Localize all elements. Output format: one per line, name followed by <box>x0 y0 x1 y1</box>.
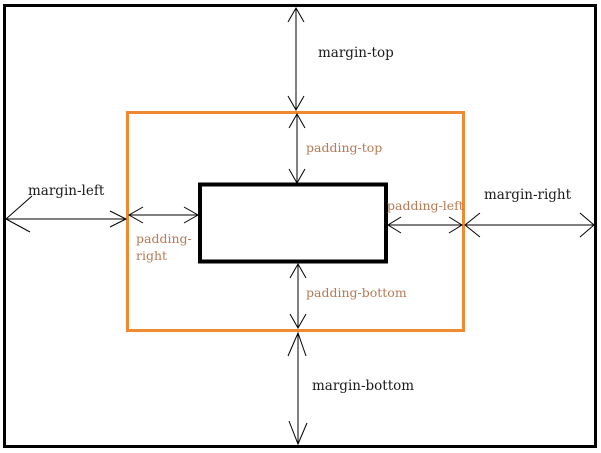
padding-top-label: padding-top <box>306 140 382 155</box>
padding-bottom-label: padding-bottom <box>306 285 407 300</box>
padding-left-label: padding-left <box>387 198 464 213</box>
padding-right-label-line2: right <box>136 248 167 263</box>
margin-bottom-arrow <box>287 331 308 446</box>
margin-left-arrow <box>5 195 128 233</box>
padding-right-label-line1: padding- <box>136 231 192 246</box>
padding-left-arrow <box>387 216 463 234</box>
content-box <box>198 182 388 264</box>
padding-box-border <box>126 111 465 332</box>
margin-bottom-label: margin-bottom <box>312 378 414 394</box>
margin-right-arrow <box>464 212 595 238</box>
margin-top-label: margin-top <box>318 45 394 61</box>
margin-left-label: margin-left <box>28 183 105 199</box>
margin-top-arrow <box>287 6 305 112</box>
margin-right-label: margin-right <box>484 187 572 203</box>
padding-top-arrow <box>288 112 306 185</box>
padding-right-arrow <box>127 206 200 224</box>
padding-bottom-arrow <box>289 262 307 330</box>
